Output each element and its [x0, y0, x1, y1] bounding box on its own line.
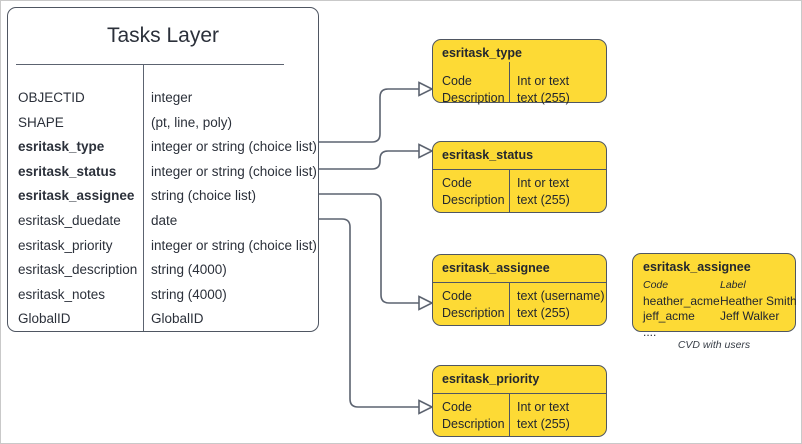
field-row: esritask_priority integer or string (choi… [8, 234, 318, 259]
domain-code-line: Code [442, 176, 472, 190]
connector-status [319, 150, 419, 170]
field-name: esritask_notes [18, 286, 106, 302]
assignee-values-caption: CVD with users [677, 339, 751, 351]
field-type: string (4000) [151, 286, 227, 302]
title-divider [16, 64, 284, 65]
field-type: integer [151, 90, 193, 105]
assignee-value-label: Heather Smith [720, 293, 797, 308]
field-name: esritask_priority [18, 237, 113, 253]
assignee-value-code: heather_acme [643, 293, 720, 308]
assignee-value-row: .... [643, 325, 800, 341]
domain-code-line: Code [442, 400, 472, 414]
domain-header-divider [433, 393, 606, 394]
field-name: GlobalID [18, 311, 71, 327]
field-row: esritask_status integer or string (choice… [8, 160, 318, 185]
field-row: esritask_type integer or string (choice l… [8, 135, 318, 160]
field-type: integer or string (choice list) [151, 139, 317, 155]
assignee-value-label: Jeff Walker [720, 309, 780, 323]
arrowhead-type [418, 81, 434, 97]
domain-title: esritask_assignee [442, 261, 550, 275]
field-type: (pt, line, poly) [151, 114, 233, 130]
domain-title: esritask_priority [442, 372, 540, 386]
domain-column-divider [509, 282, 510, 325]
connector-priority [319, 218, 419, 408]
domain-code-line: Description [442, 416, 505, 431]
field-name: esritask_duedate [18, 212, 121, 228]
assignee-values-header-label: Label [720, 279, 746, 291]
domain-code-line: Code [442, 74, 472, 88]
field-type: date [151, 212, 178, 228]
connector-type [319, 88, 419, 143]
domain-type-line: Int or text [517, 400, 570, 414]
domain-column-divider [509, 169, 510, 212]
assignee-values-header-row: Code Label [643, 278, 800, 294]
field-name: esritask_description [18, 262, 138, 278]
field-row: esritask_description string (4000) [8, 258, 318, 283]
column-divider [143, 64, 144, 331]
assignee-value-code: .... [643, 324, 657, 339]
domain-column-divider [509, 393, 510, 436]
arrowhead-status [418, 143, 434, 159]
field-row: esritask_duedate date [8, 209, 318, 234]
domain-code-line: Code [442, 289, 472, 303]
domain-type-line: text (255) [517, 305, 570, 320]
domain-title: esritask_status [442, 148, 534, 162]
page-title: Tasks Layer [106, 24, 220, 47]
field-name: esritask_type [18, 139, 105, 155]
field-name: esritask_assignee [18, 188, 135, 204]
domain-type-line: text (255) [517, 192, 570, 207]
field-row: esritask_notes string (4000) [8, 283, 318, 308]
assignee-value-row: jeff_acme Jeff Walker [643, 309, 800, 325]
domain-type-column: text (username) text (255) [517, 288, 605, 321]
field-name: esritask_status [18, 163, 117, 179]
arrowhead-assignee [418, 295, 434, 311]
domain-type-column: Int or text text (255) [517, 73, 570, 106]
field-row: GlobalID GlobalID [8, 307, 318, 332]
domain-title: esritask_type [442, 46, 522, 60]
domain-type-line: text (255) [517, 416, 570, 431]
field-row: SHAPE (pt, line, poly) [8, 111, 318, 136]
field-type: integer or string (choice list) [151, 237, 317, 253]
domain-code-line: Description [442, 305, 505, 320]
field-type: integer or string (choice list) [151, 163, 317, 179]
field-type: string (choice list) [151, 188, 257, 204]
assignee-value-label [720, 325, 800, 341]
domain-type-column: Int or text text (255) [517, 175, 570, 208]
domain-column-divider [509, 62, 510, 102]
domain-header-divider [433, 282, 606, 283]
domain-code-line: Description [442, 90, 505, 105]
arrowhead-priority [418, 399, 434, 415]
domain-type-line: Int or text [517, 74, 570, 88]
assignee-value-code: jeff_acme [643, 309, 695, 323]
domain-type-line: text (username) [517, 289, 605, 303]
domain-code-line: Description [442, 192, 505, 207]
field-row: esritask_assignee string (choice list) [8, 184, 318, 209]
field-type: string (4000) [151, 262, 227, 278]
field-type: GlobalID [151, 311, 204, 327]
field-name: SHAPE [18, 114, 64, 130]
assignee-values-title: esritask_assignee [643, 260, 751, 274]
domain-type-line: text (255) [517, 90, 570, 105]
field-name: OBJECTID [18, 90, 85, 105]
connector-assignee [319, 193, 419, 304]
domain-header-divider [433, 169, 606, 170]
domain-type-column: Int or text text (255) [517, 399, 570, 432]
field-row: OBJECTID integer [8, 86, 318, 111]
assignee-values-header-code: Code [643, 279, 669, 291]
domain-type-line: Int or text [517, 176, 570, 190]
